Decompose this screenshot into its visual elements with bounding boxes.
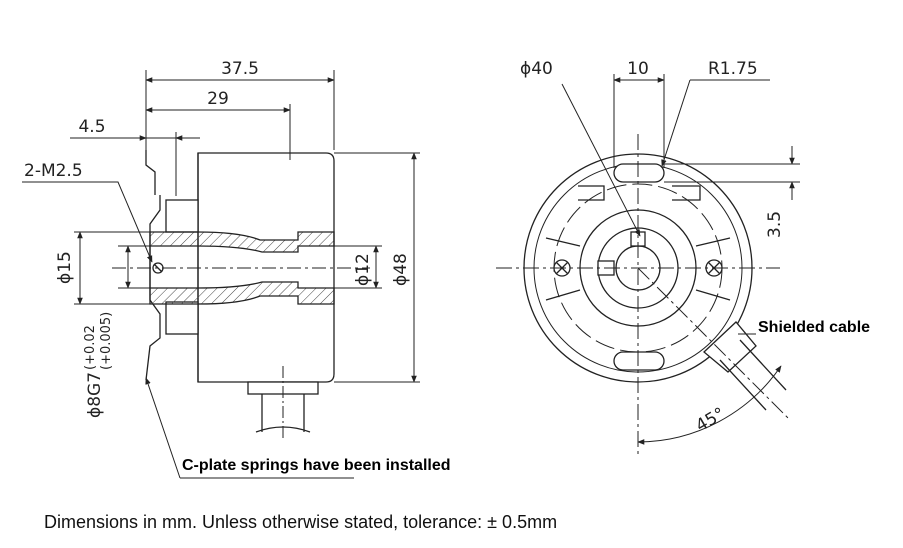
cable-gland: [703, 321, 757, 373]
side-dimension-labels: 37.5 29 4.5 2-M2.5 ϕ15 ϕ12 ϕ48 ϕ8G7 (+0.…: [24, 59, 451, 474]
fit-tolerance-lower: (+0.005): [99, 312, 114, 370]
springs-label: C-plate springs have been installed: [182, 457, 451, 474]
overall-length-label: 37.5: [221, 59, 259, 79]
flange-offset-label: 4.5: [78, 117, 105, 137]
shaft-fit-label: ϕ8G7: [85, 372, 105, 418]
fit-tolerance-upper: (+0.02: [83, 325, 98, 370]
mount-thread-label: 2-M2.5: [24, 161, 83, 181]
body-length-label: 29: [207, 89, 229, 109]
slot-length-label: 3.5: [765, 211, 785, 238]
bottom-slot: [613, 351, 665, 371]
side-dimension-lines: [22, 70, 420, 479]
top-slot: [613, 163, 665, 183]
bolt-circle-label: ϕ40: [520, 59, 553, 79]
front-dimension-labels: ϕ40 10 R1.75 3.5 45° Shielded cable: [520, 59, 870, 436]
dia-15-label: ϕ15: [55, 251, 75, 284]
mounting-flange: [145, 195, 161, 381]
dia-12-label: ϕ12: [353, 253, 373, 286]
slot-width-label: 10: [627, 59, 649, 79]
hollow-shaft-section: [149, 231, 335, 253]
footer-note: Dimensions in mm. Unless otherwise state…: [44, 512, 558, 532]
front-dimension-lines: [561, 74, 800, 445]
cable-label: Shielded cable: [758, 319, 870, 336]
slot-radius-label: R1.75: [708, 59, 758, 79]
side-view: [112, 150, 370, 438]
dia-48-label: ϕ48: [391, 253, 411, 286]
